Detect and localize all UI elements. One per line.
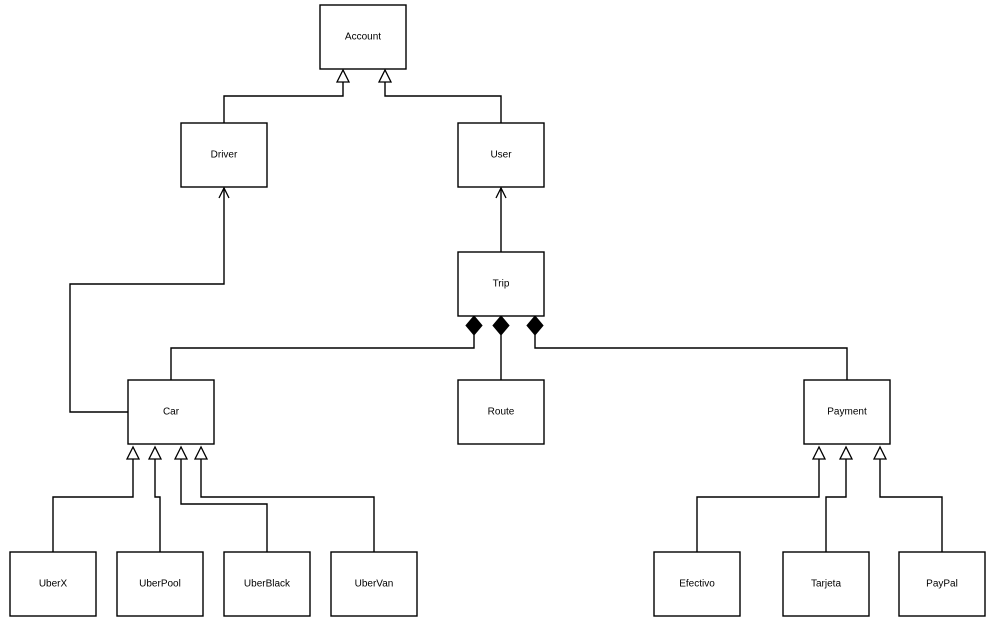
class-uberpool-label: UberPool [139, 579, 181, 590]
driver-account-generalization [223, 68, 351, 123]
composition-diamond-icon [465, 315, 483, 336]
composition-diamond-icon [526, 315, 544, 336]
generalization-arrow-icon [872, 445, 888, 460]
uberx-car-generalization [52, 445, 141, 552]
class-driver[interactable]: Driver [180, 122, 268, 188]
generalization-arrow-icon [125, 445, 141, 460]
ubervan-car-generalization [193, 445, 375, 552]
trip-car-composition [170, 315, 483, 380]
class-user[interactable]: User [457, 122, 545, 188]
class-paypal-label: PayPal [926, 579, 958, 590]
generalization-arrow-icon [147, 445, 163, 460]
trip-user-association [495, 186, 507, 252]
class-trip-label: Trip [493, 279, 510, 290]
composition-diamond-icon [492, 315, 510, 336]
trip-route-composition [492, 315, 510, 380]
class-ubervan-label: UberVan [355, 579, 394, 590]
class-payment[interactable]: Payment [803, 379, 891, 445]
trip-payment-composition [526, 315, 848, 380]
class-uberblack[interactable]: UberBlack [223, 551, 311, 617]
class-paypal[interactable]: PayPal [898, 551, 986, 617]
class-car-label: Car [163, 407, 180, 418]
class-route[interactable]: Route [457, 379, 545, 445]
class-account-label: Account [345, 32, 381, 43]
class-efectivo-label: Efectivo [679, 579, 715, 590]
generalization-arrow-icon [335, 68, 351, 83]
uberpool-car-generalization [147, 445, 163, 552]
car-driver-association [69, 186, 230, 413]
tarjeta-payment-generalization [825, 445, 854, 552]
uberblack-car-generalization [173, 445, 268, 552]
class-ubervan[interactable]: UberVan [330, 551, 418, 617]
class-uberpool[interactable]: UberPool [116, 551, 204, 617]
user-account-generalization [377, 68, 502, 123]
class-driver-label: Driver [211, 150, 238, 161]
class-tarjeta-label: Tarjeta [811, 579, 841, 590]
class-account[interactable]: Account [319, 4, 407, 70]
efectivo-payment-generalization [696, 445, 827, 552]
class-car[interactable]: Car [127, 379, 215, 445]
class-user-label: User [490, 150, 512, 161]
association-arrow-icon [218, 186, 230, 199]
class-uberx[interactable]: UberX [9, 551, 97, 617]
class-route-label: Route [488, 407, 515, 418]
class-uberblack-label: UberBlack [244, 579, 291, 590]
generalization-arrow-icon [377, 68, 393, 83]
generalization-arrow-icon [173, 445, 189, 460]
class-efectivo[interactable]: Efectivo [653, 551, 741, 617]
class-uberx-label: UberX [39, 579, 68, 590]
generalization-arrow-icon [811, 445, 827, 460]
generalization-arrow-icon [193, 445, 209, 460]
association-arrow-icon [495, 186, 507, 199]
class-payment-label: Payment [827, 407, 867, 418]
paypal-payment-generalization [872, 445, 943, 552]
class-tarjeta[interactable]: Tarjeta [782, 551, 870, 617]
generalization-arrow-icon [838, 445, 854, 460]
class-trip[interactable]: Trip [457, 251, 545, 317]
